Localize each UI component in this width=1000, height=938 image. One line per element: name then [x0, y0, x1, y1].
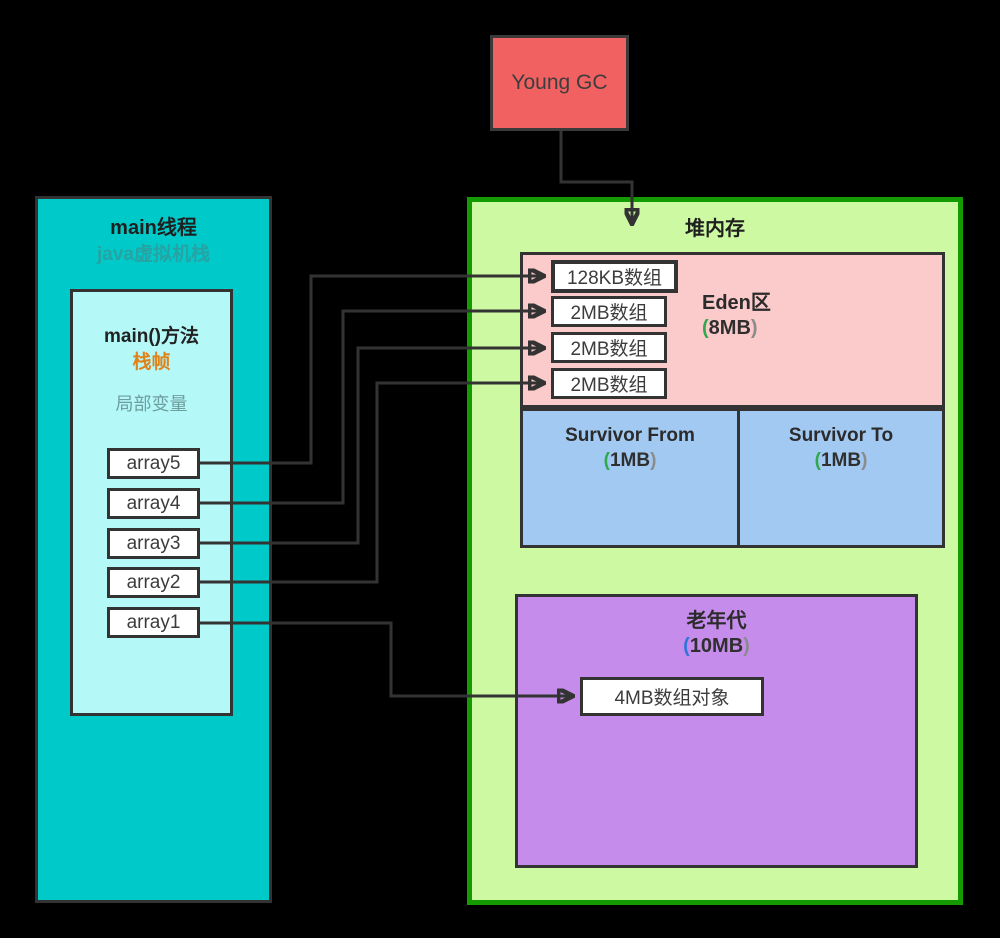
eden-object-2mb-2-label: 2MB数组: [570, 339, 648, 360]
frame-subtitle: 栈帧: [132, 352, 171, 373]
eden-label: Eden区 (8MB): [702, 291, 771, 341]
eden-size-close: ): [750, 317, 758, 339]
survivor-to-size-value: 1MB: [820, 450, 862, 471]
old-gen-size-open: (: [683, 635, 690, 657]
young-gc-label: Young GC: [511, 71, 608, 94]
array5-node: array5: [107, 448, 200, 479]
eden-object-2mb-2: 2MB数组: [551, 332, 667, 363]
old-gen-size: (10MB): [518, 634, 915, 659]
old-gen-object-4mb-label: 4MB数组对象: [614, 688, 730, 709]
survivor-to-name: Survivor To: [788, 425, 894, 446]
array4-label: array4: [126, 492, 181, 514]
local-vars-label: 局部变量: [115, 394, 188, 414]
array2-node: array2: [107, 567, 200, 598]
array3-label: array3: [126, 532, 181, 554]
eden-object-2mb-3-label: 2MB数组: [570, 375, 648, 396]
array1-label: array1: [126, 611, 181, 633]
eden-object-128kb-label: 128KB数组: [566, 268, 663, 289]
survivor-from-name: Survivor From: [565, 425, 695, 446]
eden-size-value: 8MB: [708, 317, 751, 339]
array2-label: array2: [126, 571, 181, 593]
stack-subtitle: java虚拟机栈: [97, 244, 210, 265]
array5-label: array5: [126, 452, 181, 474]
eden-object-2mb-1: 2MB数组: [551, 296, 667, 327]
survivor-to-size-close: ): [861, 450, 868, 471]
eden-name: Eden区: [702, 292, 771, 314]
eden-object-2mb-1-label: 2MB数组: [570, 303, 648, 324]
survivor-to-size-open: (: [814, 450, 821, 471]
old-gen-size-close: ): [743, 635, 750, 657]
survivor-to-region: Survivor To (1MB): [737, 408, 945, 548]
survivor-from-region: Survivor From (1MB): [520, 408, 740, 548]
survivor-from-size-open: (: [603, 450, 610, 471]
array1-node: array1: [107, 607, 200, 638]
survivor-from-size-close: ): [650, 450, 657, 471]
frame-title: main()方法: [103, 326, 199, 347]
survivor-to-size: (1MB): [740, 448, 942, 473]
array3-node: array3: [107, 528, 200, 559]
old-gen-size-value: 10MB: [689, 635, 744, 657]
eden-object-2mb-3: 2MB数组: [551, 368, 667, 399]
old-gen-region: 老年代 (10MB): [515, 594, 918, 868]
eden-size-open: (: [702, 317, 709, 339]
young-gc-node: Young GC: [490, 35, 629, 131]
heap-title: 堆内存: [685, 218, 745, 240]
old-gen-object-4mb: 4MB数组对象: [580, 677, 764, 716]
survivor-from-size-value: 1MB: [609, 450, 651, 471]
array4-node: array4: [107, 488, 200, 519]
eden-object-128kb: 128KB数组: [551, 260, 678, 293]
old-gen-name: 老年代: [686, 610, 747, 632]
stack-title: main线程: [110, 217, 197, 239]
eden-size: (8MB): [702, 316, 771, 341]
survivor-from-size: (1MB): [523, 448, 737, 473]
